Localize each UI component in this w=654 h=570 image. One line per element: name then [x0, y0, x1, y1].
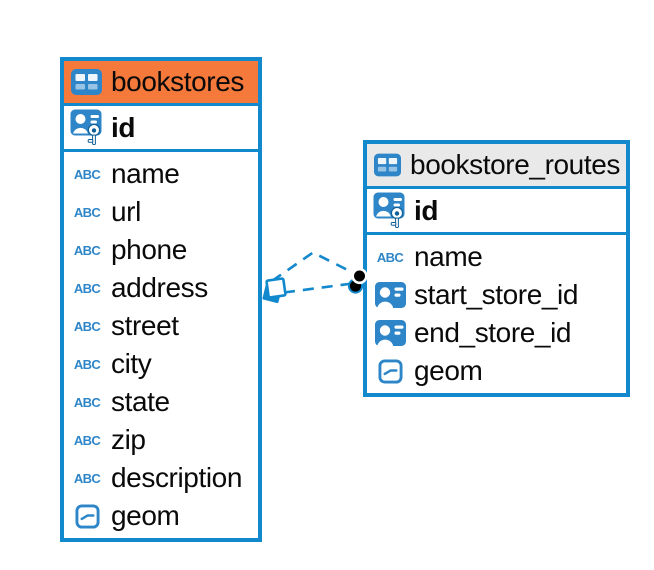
field-row-url[interactable]: ABC url — [64, 193, 258, 231]
field-row-phone[interactable]: ABC phone — [64, 231, 258, 269]
field-name: end_store_id — [414, 317, 572, 348]
relationship-line-2[interactable] — [283, 282, 353, 294]
field-row-name[interactable]: ABC name — [367, 238, 626, 276]
field-row-id[interactable]: id — [367, 189, 626, 235]
field-name: street — [111, 310, 179, 341]
text-type-icon: ABC — [73, 204, 101, 220]
relationship-source-marker[interactable] — [262, 277, 287, 303]
table-icon — [374, 152, 401, 178]
text-type-icon: ABC — [73, 394, 101, 410]
reference-type-icon — [372, 282, 408, 308]
text-type-icon: ABC — [73, 242, 101, 258]
table-bookstore-routes-header[interactable]: bookstore_routes — [367, 144, 626, 189]
text-type-icon: ABC — [73, 470, 101, 486]
field-row-id[interactable]: id — [64, 106, 258, 152]
field-name: id — [414, 194, 439, 226]
field-name: city — [111, 348, 152, 379]
field-row-end-store-id[interactable]: end_store_id — [367, 314, 626, 352]
text-type-icon: ABC — [73, 318, 101, 334]
field-row-description[interactable]: ABC description — [64, 459, 258, 497]
geometry-type-icon — [69, 504, 105, 529]
reference-type-icon — [372, 320, 408, 346]
text-type-icon: ABC — [73, 432, 101, 448]
table-bookstores-header[interactable]: bookstores — [64, 61, 258, 106]
field-row-start-store-id[interactable]: start_store_id — [367, 276, 626, 314]
field-row-city[interactable]: ABC city — [64, 345, 258, 383]
field-name: name — [414, 241, 483, 272]
field-row-zip[interactable]: ABC zip — [64, 421, 258, 459]
table-title: bookstore_routes — [410, 149, 620, 180]
field-name: name — [111, 158, 180, 189]
text-type-icon: ABC — [73, 280, 101, 296]
field-row-geom[interactable]: geom — [367, 352, 626, 390]
text-type-icon: ABC — [73, 166, 101, 182]
table-bookstore-routes[interactable]: bookstore_routes id ABC name start_store… — [363, 140, 630, 397]
field-row-geom[interactable]: geom — [64, 497, 258, 535]
field-name: id — [111, 111, 136, 143]
primary-key-icon — [69, 109, 105, 146]
geometry-type-icon — [372, 359, 408, 384]
table-icon — [71, 69, 102, 95]
field-name: description — [111, 462, 243, 493]
field-name: geom — [414, 355, 483, 386]
field-row-state[interactable]: ABC state — [64, 383, 258, 421]
field-row-name[interactable]: ABC name — [64, 155, 258, 193]
field-list: ABC name ABC url ABC phone ABC address A… — [64, 152, 258, 538]
text-type-icon: ABC — [376, 249, 404, 265]
field-name: geom — [111, 500, 180, 531]
table-bookstores[interactable]: bookstores id ABC name ABC url ABC phone… — [60, 57, 262, 542]
field-row-street[interactable]: ABC street — [64, 307, 258, 345]
field-name: address — [111, 272, 208, 303]
relationship-line-1[interactable] — [271, 250, 358, 283]
field-name: start_store_id — [414, 279, 579, 310]
field-list: ABC name start_store_id end_store_id ge — [367, 235, 626, 393]
field-name: url — [111, 196, 141, 227]
field-name: state — [111, 386, 170, 417]
field-row-address[interactable]: ABC address — [64, 269, 258, 307]
table-title: bookstores — [111, 66, 244, 97]
text-type-icon: ABC — [73, 356, 101, 372]
primary-key-icon — [372, 192, 408, 229]
field-name: phone — [111, 234, 187, 265]
field-name: zip — [111, 424, 146, 455]
